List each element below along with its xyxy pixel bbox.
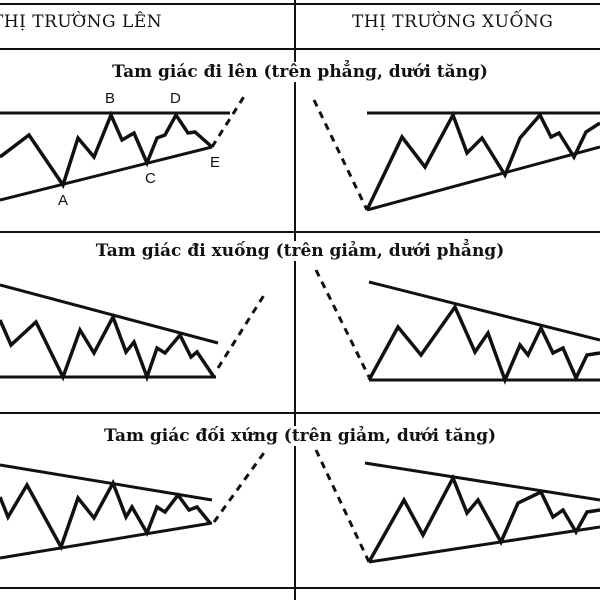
price-zigzag: [0, 312, 216, 383]
support-line: [0, 145, 213, 202]
header-downtrend: THỊ TRƯỜNG XUỐNG: [352, 12, 554, 32]
price-zigzag: [365, 110, 600, 211]
breakout-dashed-line: [216, 291, 268, 369]
support-line: [368, 525, 600, 564]
price-zigzag: [0, 110, 214, 189]
prior-trend-dashed-line: [314, 449, 371, 563]
resistance-line: [364, 461, 600, 502]
point-label-d: D: [170, 90, 181, 107]
price-zigzag: [367, 473, 600, 563]
resistance-line: [368, 280, 600, 342]
breakout-dashed-line: [212, 449, 268, 523]
breakout-dashed-line: [210, 94, 247, 148]
section-title-ascending: Tam giác đi lên (trên phẳng, dưới tăng): [0, 62, 600, 82]
resistance-line: [0, 283, 219, 345]
support-line: [366, 145, 600, 212]
header-uptrend: THỊ TRƯỜNG LÊN: [0, 12, 163, 32]
symmetric-title-text: Tam giác đối xứng (trên giảm, dưới tăng): [97, 426, 503, 446]
point-label-a: A: [58, 192, 69, 209]
point-label-e: E: [210, 154, 221, 171]
section-title-symmetric: Tam giác đối xứng (trên giảm, dưới tăng): [0, 426, 600, 446]
price-zigzag: [0, 478, 212, 552]
descending-title-text: Tam giác đi xuống (trên giảm, dưới phẳng…: [89, 241, 511, 261]
prior-trend-dashed-line: [312, 99, 369, 211]
section-title-descending: Tam giác đi xuống (trên giảm, dưới phẳng…: [0, 241, 600, 261]
support-line: [0, 521, 213, 560]
point-label-c: C: [145, 170, 156, 187]
prior-trend-dashed-line: [314, 269, 371, 378]
ascending-title-text: Tam giác đi lên (trên phẳng, dưới tăng): [106, 62, 494, 82]
point-label-b: B: [105, 90, 116, 107]
price-zigzag: [367, 303, 600, 385]
